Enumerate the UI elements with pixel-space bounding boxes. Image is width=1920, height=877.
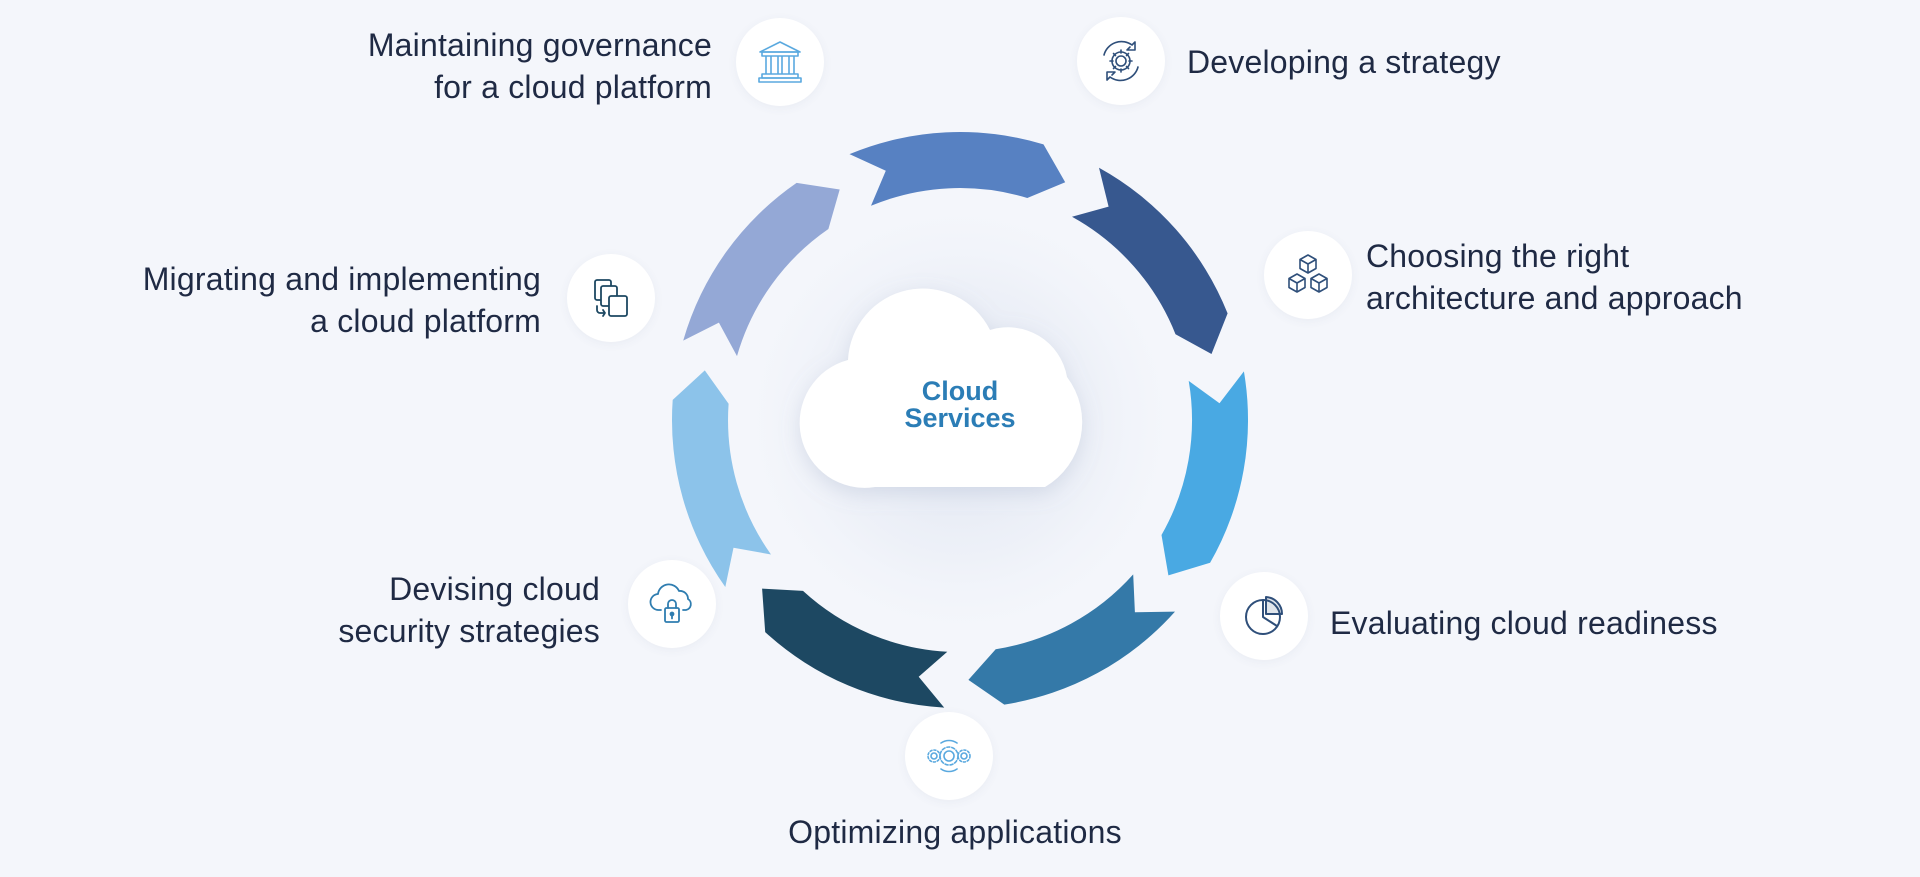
cycle-segment-security (968, 574, 1175, 705)
cycle-segment-strategy (683, 182, 840, 357)
cycle-segment-readiness (1072, 167, 1228, 354)
documents-sync-icon (594, 279, 628, 317)
pie-chart-icon (1245, 596, 1284, 635)
cycle-segment-migrating (762, 588, 948, 708)
center-cloud (799, 288, 1083, 488)
gears-icon (927, 739, 971, 773)
step-strategy-badge (1077, 17, 1165, 105)
step-optimizing-badge (905, 712, 993, 800)
center-title-line2: Services (904, 403, 1016, 433)
cycle-segment-optimizing (1161, 371, 1249, 576)
cubes-icon (1288, 254, 1328, 293)
step-architecture-label: Choosing the right architecture and appr… (1366, 238, 1743, 316)
bank-building-icon (758, 41, 802, 83)
center-title: Cloud Services (860, 378, 1060, 432)
step-architecture-badge (1264, 231, 1352, 319)
step-readiness-label: Evaluating cloud readiness (1330, 605, 1718, 641)
step-security-badge (628, 560, 716, 648)
step-security-label: Devising cloud security strategies (338, 571, 600, 649)
step-governance-label: Maintaining governance for a cloud platf… (367, 27, 712, 105)
gear-arrows-icon (1103, 40, 1139, 82)
step-governance-badge (736, 18, 824, 106)
step-readiness-badge (1220, 572, 1308, 660)
center-title-line1: Cloud (921, 376, 999, 406)
cycle-segment-governance (671, 370, 771, 587)
cycle-segment-architecture (849, 132, 1066, 206)
step-migrating-badge (567, 254, 655, 342)
cloud-lock-icon (649, 583, 692, 623)
step-migrating-label: Migrating and implementing a cloud platf… (142, 261, 541, 339)
step-strategy-label: Developing a strategy (1187, 44, 1501, 80)
step-optimizing-label: Optimizing applications (788, 814, 1122, 850)
cycle-segments (671, 132, 1249, 708)
